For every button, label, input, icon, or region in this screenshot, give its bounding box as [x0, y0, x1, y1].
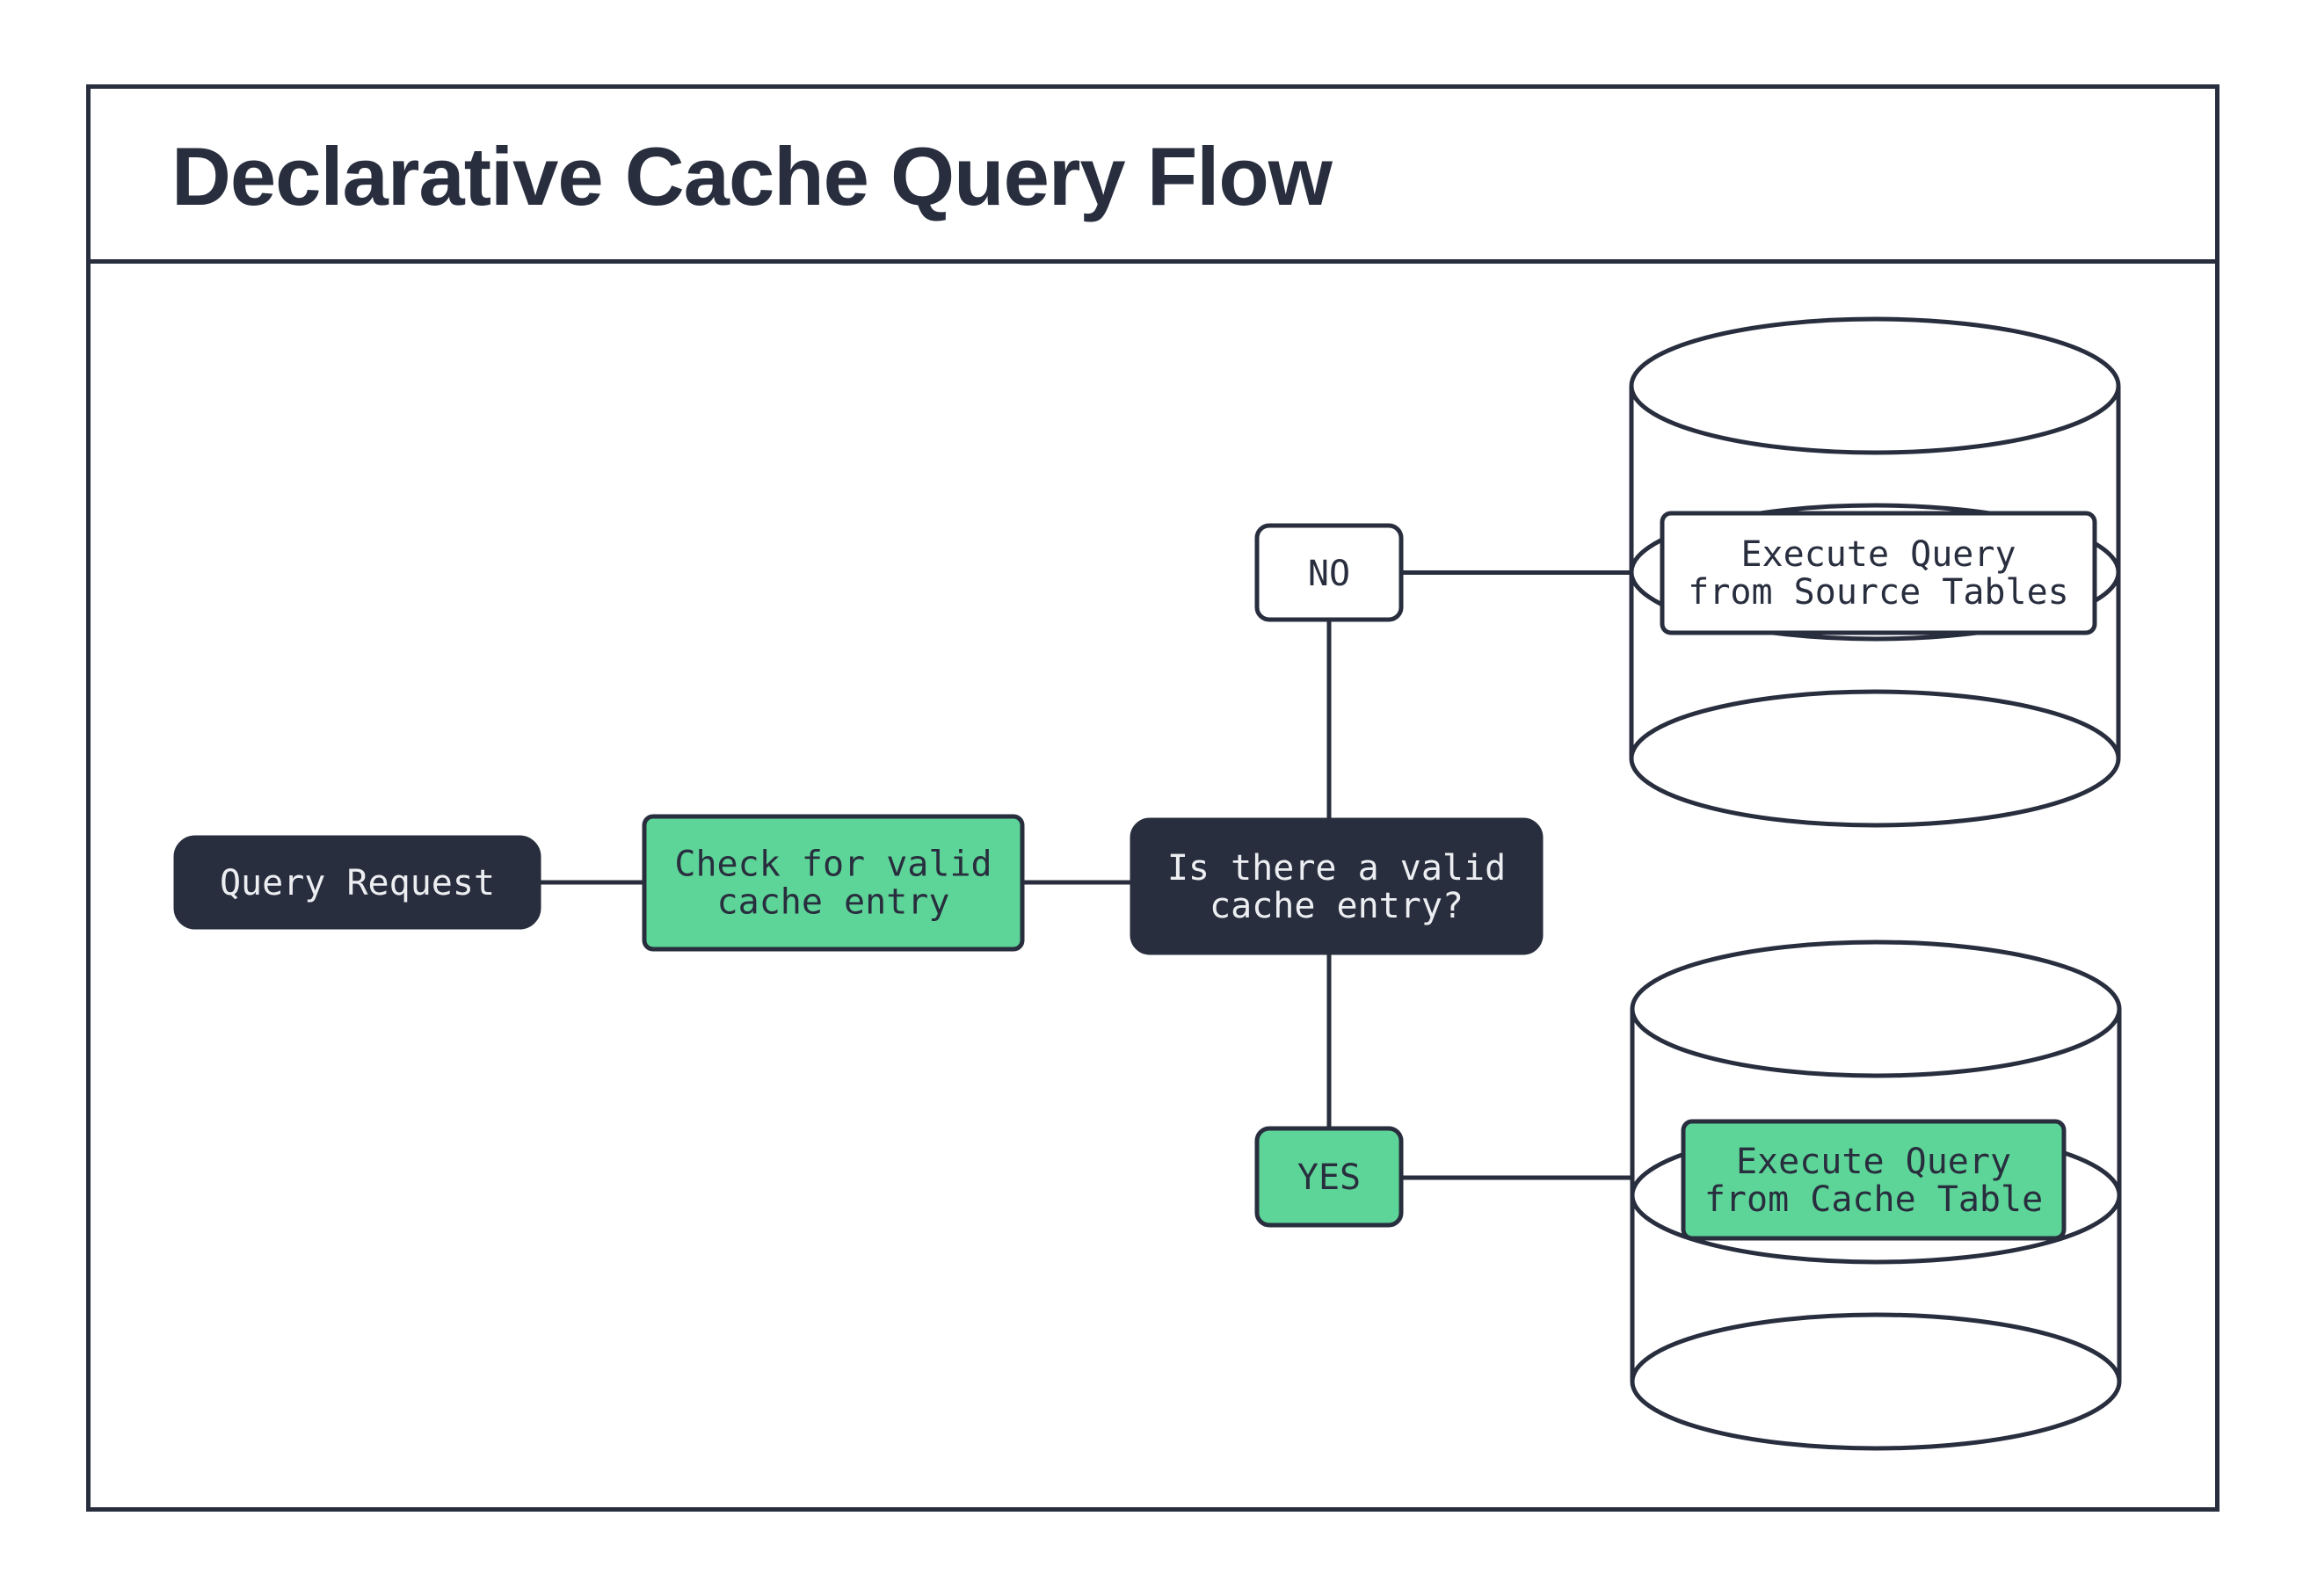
no-box	[1254, 523, 1404, 622]
node-execute-cache: Execute Query from Cache Table	[1681, 1119, 2067, 1241]
yes-box	[1254, 1126, 1404, 1228]
edge-label-no: NO	[1254, 523, 1404, 622]
diagram-frame	[86, 84, 2219, 1512]
query-request-label: Query Request	[220, 863, 495, 903]
node-query-request: Query Request	[173, 835, 541, 930]
no-label: NO	[1308, 554, 1350, 594]
execute-source-box	[1660, 511, 2097, 635]
node-execute-source: Execute Query from Source Tables	[1660, 511, 2097, 635]
check-cache-label-line2: cache entry	[717, 882, 950, 923]
edge-label-yes: YES	[1254, 1126, 1404, 1228]
query-request-box	[173, 835, 541, 930]
decision-label-line1: Is there a valid	[1167, 848, 1506, 889]
yes-label: YES	[1297, 1157, 1361, 1198]
page-title: Declarative Cache Query Flow	[171, 130, 1333, 222]
decision-box	[1130, 817, 1544, 955]
check-cache-box	[642, 814, 1025, 952]
execute-cache-label-line1: Execute Query	[1736, 1142, 2011, 1182]
execute-source-label-line1: Execute Query	[1740, 534, 2016, 575]
decision-label-line2: cache entry?	[1210, 886, 1464, 926]
execute-cache-label-line2: from Cache Table	[1704, 1179, 2043, 1220]
execute-cache-box	[1681, 1119, 2067, 1241]
check-cache-label-line1: Check for valid	[674, 845, 992, 885]
flow-connectors	[539, 570, 1675, 1180]
node-decision: Is there a valid cache entry?	[1130, 817, 1544, 955]
execute-source-label-line2: from Source Tables	[1688, 572, 2068, 613]
node-check-cache: Check for valid cache entry	[642, 814, 1025, 952]
